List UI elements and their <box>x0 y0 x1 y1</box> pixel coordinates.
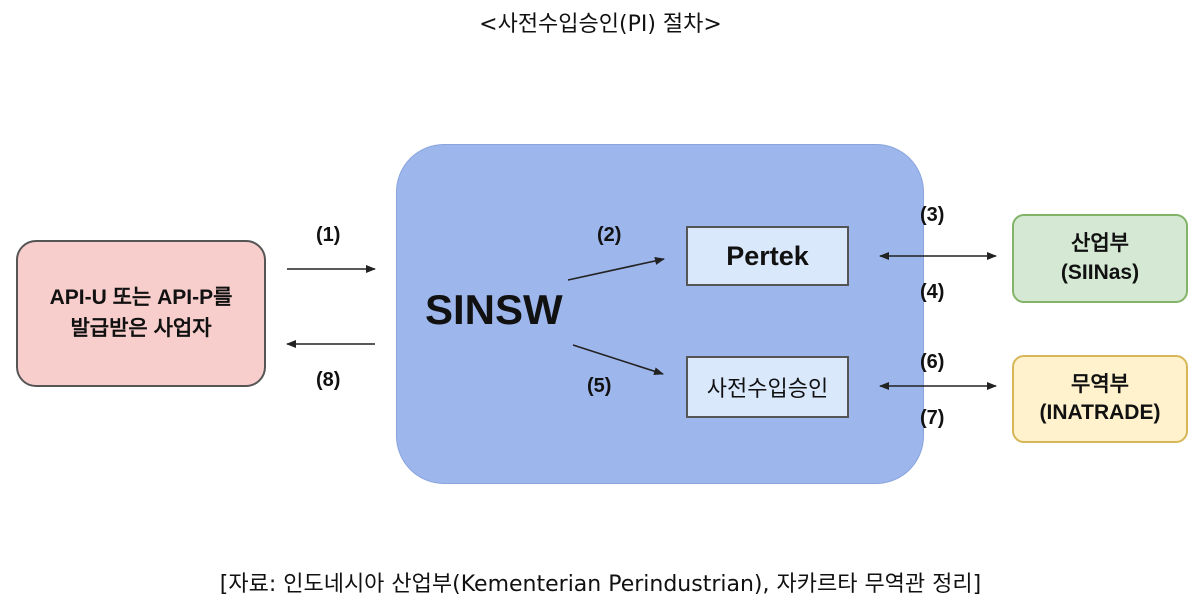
ministry-trade-line2: (INATRADE) <box>1039 401 1161 424</box>
step-label-4: (4) <box>920 281 945 303</box>
sinsw-box <box>396 144 924 484</box>
ministry-industry-line1: 산업부 <box>1071 232 1129 256</box>
step-label-3: (3) <box>920 204 945 226</box>
pertek-label: Pertek <box>726 240 809 271</box>
pi-label: 사전수입승인 <box>706 377 829 402</box>
sinsw-label: SINSW <box>425 286 563 333</box>
pi-node: 사전수입승인 <box>686 356 849 418</box>
company-line2: 발급받은 사업자 <box>70 316 212 340</box>
step-label-2: (2) <box>597 224 622 246</box>
step-label-7: (7) <box>920 407 945 429</box>
step-label-8: (8) <box>316 369 341 391</box>
arrow-step-5 <box>572 344 664 376</box>
step-label-1: (1) <box>316 224 341 246</box>
diagram-title: <사전수입승인(PI) 절차> <box>479 12 722 37</box>
source-note: [자료: 인도네시아 산업부(Kementerian Perindustrian… <box>219 572 982 597</box>
arrow-step-2 <box>567 257 665 281</box>
pertek-node: Pertek <box>686 226 849 286</box>
company-line1: API-U 또는 API-P를 <box>49 286 233 310</box>
ministry-trade-line1: 무역부 <box>1071 372 1129 396</box>
ministry-industry-line2: (SIINas) <box>1060 260 1140 284</box>
ministry-industry-node: 산업부 (SIINas) <box>1012 214 1188 303</box>
company-node: API-U 또는 API-P를 발급받은 사업자 <box>16 240 266 387</box>
step-label-5: (5) <box>587 375 612 397</box>
ministry-trade-node: 무역부 (INATRADE) <box>1012 355 1188 443</box>
step-label-6: (6) <box>920 351 945 373</box>
